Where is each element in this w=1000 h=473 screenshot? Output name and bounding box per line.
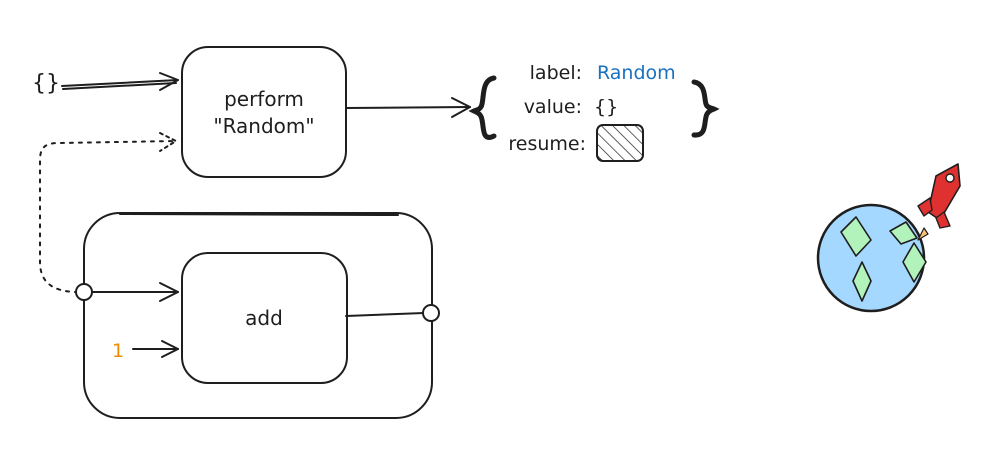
globe-icon xyxy=(816,203,927,313)
add-box: add xyxy=(181,252,348,384)
effect-object: label: Random value: {} resume: xyxy=(508,62,676,162)
constant-input-label: 1 xyxy=(112,340,124,362)
add-output-line xyxy=(345,312,425,317)
brace-left-icon xyxy=(468,75,497,140)
perform-box-line1: perform xyxy=(224,87,304,111)
input-arrow xyxy=(61,72,179,91)
perform-box-line2: "Random" xyxy=(213,114,314,138)
add-box-label: add xyxy=(245,306,283,330)
constant-arrow xyxy=(132,340,179,358)
effect-label-value: Random xyxy=(597,62,676,84)
effect-arrow xyxy=(345,97,471,118)
dotted-connector xyxy=(39,132,179,293)
effect-label-key: label: xyxy=(530,62,582,84)
effect-value-key: value: xyxy=(524,96,582,118)
handler-input-port xyxy=(75,283,93,301)
perform-box: perform "Random" xyxy=(181,46,347,178)
port-to-add-arrow xyxy=(91,282,179,302)
effect-resume-key: resume: xyxy=(508,133,586,155)
hatched-resume-icon xyxy=(596,124,644,162)
brace-right-icon xyxy=(691,79,720,138)
handler-output-port xyxy=(422,304,440,322)
effect-value-value: {} xyxy=(594,96,618,118)
input-value-label: {} xyxy=(32,71,60,96)
rocket-icon xyxy=(917,163,961,241)
